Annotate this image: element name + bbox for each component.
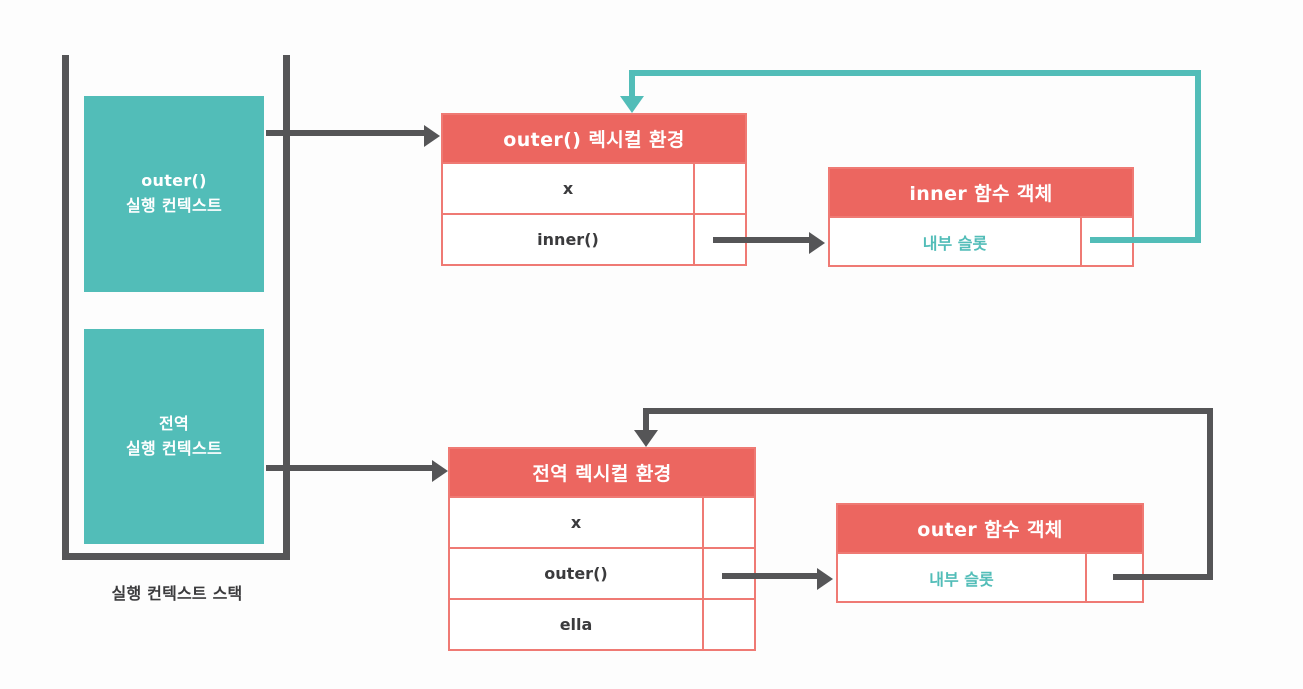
global-context-to-global-env-line <box>266 465 436 471</box>
inner-function-object-table: inner 함수 객체 내부 슬롯 <box>828 167 1134 267</box>
internal-slot-label: 내부 슬롯 <box>922 233 988 253</box>
table-row: 내부 슬롯 <box>838 552 1142 601</box>
inner-function-object-header: inner 함수 객체 <box>830 169 1132 216</box>
outer-execution-context-frame: outer() 실행 컨텍스트 <box>84 96 264 292</box>
outer-entry-to-outer-object-arrowhead-icon <box>817 568 833 590</box>
outer-execution-context-line2: 실행 컨텍스트 <box>126 196 222 215</box>
global-execution-context-line2: 실행 컨텍스트 <box>126 438 222 458</box>
internal-slot-value <box>1085 554 1142 601</box>
binding-key: x <box>562 179 574 198</box>
outer-slot-loop-arrowhead-icon <box>634 430 658 447</box>
global-context-to-global-env-arrowhead-icon <box>432 460 448 482</box>
inner-entry-to-inner-object-line <box>713 237 813 243</box>
outer-slot-loop-descender <box>643 408 649 434</box>
inner-slot-loop-stub <box>1090 237 1201 243</box>
table-row: x <box>450 496 754 547</box>
outer-function-object-header: outer 함수 객체 <box>838 505 1142 552</box>
outer-lexical-environment-table: outer() 렉시컬 환경 x inner() <box>441 113 747 266</box>
outer-slot-loop-top-horizontal <box>643 408 1213 414</box>
execution-context-stack-label: 실행 컨텍스트 스택 <box>111 584 243 603</box>
outer-context-to-outer-env-line <box>266 130 428 136</box>
outer-function-object-table: outer 함수 객체 내부 슬롯 <box>836 503 1144 603</box>
table-row: inner() <box>443 213 745 264</box>
inner-slot-loop-right-vertical <box>1195 70 1201 243</box>
binding-value <box>702 600 754 649</box>
binding-key: inner() <box>537 230 599 249</box>
outer-context-to-outer-env-arrowhead-icon <box>424 125 440 147</box>
inner-slot-loop-arrowhead-icon <box>620 96 644 113</box>
binding-value <box>702 498 754 547</box>
table-row: ella <box>450 598 754 649</box>
binding-key: x <box>570 513 582 532</box>
table-row: x <box>443 162 745 213</box>
inner-entry-to-inner-object-arrowhead-icon <box>809 232 825 254</box>
stack-wall-left <box>62 55 69 560</box>
global-execution-context-frame: 전역 실행 컨텍스트 <box>84 329 264 544</box>
table-row: 내부 슬롯 <box>830 216 1132 265</box>
outer-slot-loop-right-vertical <box>1207 408 1213 580</box>
binding-key: outer() <box>544 564 608 583</box>
binding-value <box>702 549 754 598</box>
inner-slot-loop-descender <box>629 70 635 100</box>
inner-slot-loop-top-horizontal <box>629 70 1201 76</box>
internal-slot-label: 내부 슬롯 <box>929 569 994 589</box>
stack-wall-bottom <box>62 553 290 560</box>
binding-value <box>693 164 745 213</box>
binding-key: ella <box>559 615 593 634</box>
global-execution-context-line1: 전역 <box>158 413 190 433</box>
internal-slot-value <box>1080 218 1132 265</box>
outer-execution-context-line1: outer() <box>141 171 207 191</box>
global-lexical-environment-table: 전역 렉시컬 환경 x outer() ella <box>448 447 756 651</box>
outer-slot-loop-stub <box>1113 574 1213 580</box>
table-row: outer() <box>450 547 754 598</box>
outer-entry-to-outer-object-line <box>722 573 821 579</box>
outer-lexical-environment-header: outer() 렉시컬 환경 <box>443 115 745 162</box>
global-lexical-environment-header: 전역 렉시컬 환경 <box>450 449 754 496</box>
binding-value <box>693 215 745 264</box>
stack-wall-right <box>283 55 290 560</box>
